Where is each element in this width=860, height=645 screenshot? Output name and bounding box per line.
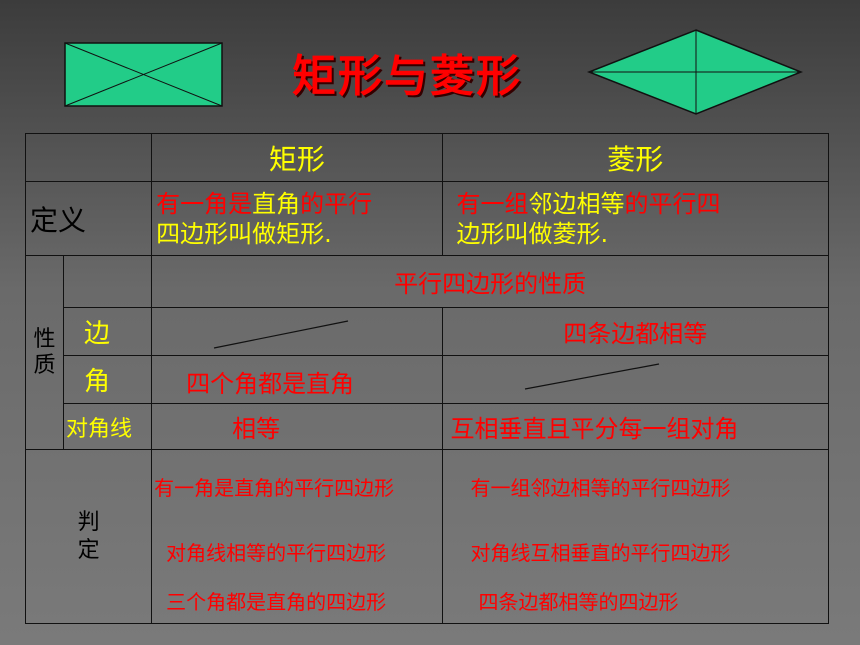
judgment-rect: 有一角是直角的平行四边形 对角线相等的平行四边形 三个角都是直角的四边形 [151,449,443,624]
judgment-label-2: 定 [77,537,100,563]
property-label: 性 质 [24,255,65,450]
definition-rect-line2: 四边形叫做矩形. [156,219,332,248]
comparison-table: 矩形 菱形 定义 有一角是直角的平行 四边形叫做矩形. 有一组邻边相等的平行四 … [24,133,830,624]
property-side-label: 边 [63,307,153,356]
definition-rect-text2: 的平行 [300,189,373,218]
definition-rect-highlight: 直角 [252,189,301,218]
header-rhombus: 菱形 [441,133,830,182]
judgment-rect-item: 对角线相等的平行四边形 [166,541,387,565]
judgment-rhombus-item: 对角线互相垂直的平行四边形 [470,541,731,565]
definition-rhombus-highlight: 邻边相等 [528,189,625,218]
judgment-label: 判 定 [24,449,153,624]
definition-label: 定义 [24,181,153,256]
definition-row: 定义 有一角是直角的平行 四边形叫做矩形. 有一组邻边相等的平行四 边形叫做菱形… [24,181,830,256]
property-angle-row: 角 四个角都是直角 [26,355,830,404]
judgment-label-1: 判 [77,509,100,535]
property-angle-rhombus-slash [441,355,830,404]
definition-rhombus-text2: 的平行四 [624,189,721,218]
property-label-1: 性 [33,326,56,352]
property-angle-label: 角 [63,355,153,404]
property-side-row: 边 四条边都相等 [26,307,830,356]
header-row: 矩形 菱形 [24,133,830,182]
rhombus-figure [586,29,804,115]
judgment-rect-item: 三个角都是直角的四边形 [166,590,387,614]
judgment-rhombus-item: 有一组邻边相等的平行四边形 [470,476,731,500]
page-title: 矩形与菱形 [292,51,522,102]
judgment-rhombus-item: 四条边都相等的四边形 [478,590,679,614]
definition-rhombus-line2: 边形叫做菱形. [456,219,609,248]
property-common-row: 性 质 平行四边形的性质 [24,255,829,450]
definition-rhombus-text: 有一组 [456,189,529,218]
corner-cell [24,133,153,182]
property-side-rhombus: 四条边都相等 [441,307,830,356]
property-diagonal-rhombus: 互相垂直且平分每一组对角 [441,403,830,450]
property-common: 平行四边形的性质 [151,255,829,308]
property-blank-cell [63,255,153,308]
judgment-row: 判 定 有一角是直角的平行四边形 对角线相等的平行四边形 三个角都是直角的四边形… [24,449,830,624]
judgment-rect-item: 有一角是直角的平行四边形 [154,476,395,500]
property-diagonal-rect: 相等 [151,403,443,450]
property-diagonal-label: 对角线 [63,403,153,450]
header-rect: 矩形 [151,133,443,182]
property-label-2: 质 [33,352,56,378]
definition-rect-text: 有一角是 [156,189,253,218]
property-angle-rect: 四个角都是直角 [151,355,443,404]
judgment-rhombus: 有一组邻边相等的平行四边形 对角线互相垂直的平行四边形 四条边都相等的四边形 [441,449,830,624]
property-side-rect-slash [151,307,443,356]
property-diagonal-row: 对角线 相等 互相垂直且平分每一组对角 [26,403,830,450]
rectangle-figure [64,42,223,107]
definition-rhombus: 有一组邻边相等的平行四 边形叫做菱形. [441,181,830,256]
definition-rect: 有一角是直角的平行 四边形叫做矩形. [151,181,443,256]
